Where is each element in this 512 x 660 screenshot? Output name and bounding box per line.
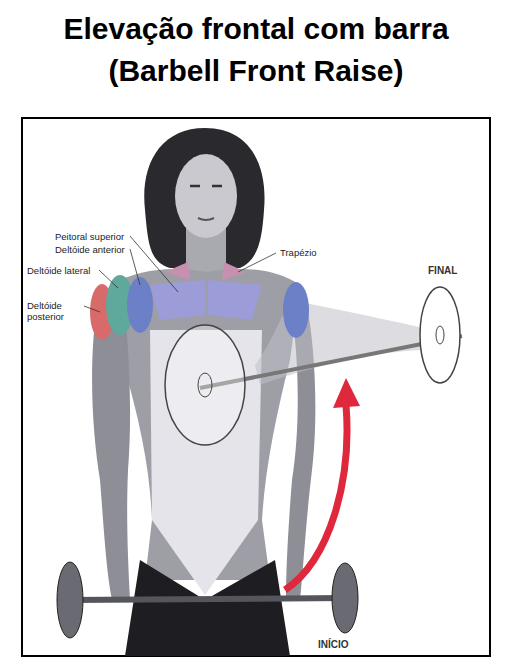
plate [420, 287, 460, 383]
plate [165, 325, 245, 445]
shorts [125, 560, 290, 656]
muscle-label: FINAL [428, 265, 457, 276]
title: Elevação frontal com barra (Barbell Fron… [11, 8, 501, 92]
muscle-label: Deltóide posterior [27, 300, 81, 322]
muscle-label: Deltóide lateral [27, 265, 90, 276]
deltoid-anterior [127, 277, 153, 333]
arrow-head [333, 378, 360, 408]
deltoid [283, 282, 309, 338]
mouth [198, 218, 214, 220]
muscle-label: Deltóide anterior [55, 244, 125, 255]
plate-hub [198, 373, 212, 397]
frame [22, 118, 490, 656]
pectoral [150, 280, 205, 320]
muscle-label: Trapézio [280, 247, 317, 258]
motion-arrow [285, 405, 347, 590]
trapezius [165, 262, 246, 280]
eyes [190, 185, 222, 188]
plate [332, 563, 358, 633]
muscle-label: INÍCIO [318, 639, 349, 650]
plate [57, 562, 83, 638]
plate-hub [436, 326, 444, 344]
pectoral [208, 280, 262, 320]
bar [70, 598, 345, 600]
arm [92, 300, 130, 600]
face [175, 154, 237, 238]
muscle-label: Peitoral superior [55, 231, 124, 242]
